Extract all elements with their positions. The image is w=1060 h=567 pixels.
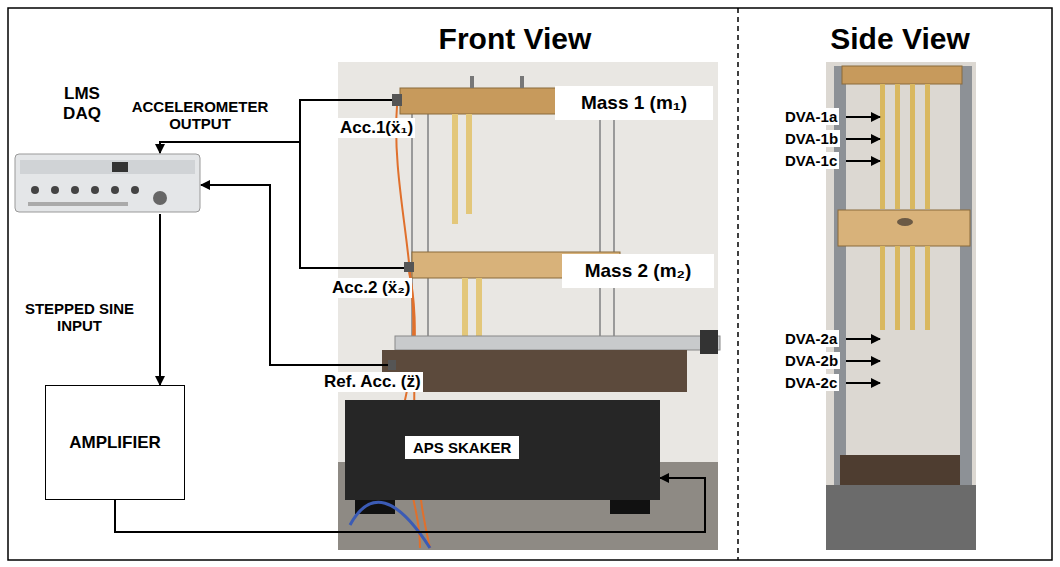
sensor-label: Acc.2 (ẍ₂) xyxy=(330,278,412,298)
rod xyxy=(613,112,615,340)
frame-rod xyxy=(960,66,972,486)
daq-slot xyxy=(20,160,195,174)
signal-wire xyxy=(201,185,388,365)
mass-label: Mass 1 (m₁) xyxy=(555,86,713,120)
daq-connector xyxy=(71,186,79,194)
shaker-foot xyxy=(610,500,650,514)
leader-arrow xyxy=(846,338,880,340)
leader-arrow xyxy=(846,160,880,162)
mass-hole xyxy=(897,218,913,226)
rod xyxy=(427,112,429,340)
divider-line xyxy=(737,8,739,560)
daq-illustration xyxy=(15,154,200,212)
amplifier-box: AMPLIFIER xyxy=(45,385,185,500)
dva-strip xyxy=(925,84,930,209)
daq-connector xyxy=(91,186,99,194)
node-title: Mass 2 (m₂) xyxy=(579,260,698,282)
sensor-label: Ref. Acc. (z̈) xyxy=(322,372,423,392)
dva-label: DVA-1b xyxy=(783,130,840,147)
daq-strip xyxy=(28,202,128,206)
daq-connector xyxy=(51,186,59,194)
node-title: AMPLIFIER xyxy=(63,433,167,453)
dva-strip xyxy=(910,84,915,209)
dva-strip xyxy=(895,246,900,330)
view-panel: Side View xyxy=(738,8,1052,560)
signal-wire xyxy=(160,142,300,153)
dva-strip xyxy=(880,84,885,209)
dva-label: DVA-1a xyxy=(783,108,839,125)
accelerometer xyxy=(404,262,414,272)
outer-frame xyxy=(8,8,1052,560)
rod xyxy=(599,112,601,340)
dva-strip xyxy=(895,84,900,209)
front-photo xyxy=(338,62,720,550)
node-title: APS SKAKER xyxy=(405,436,519,459)
daq-connector xyxy=(31,186,39,194)
leader-arrow xyxy=(846,360,880,362)
mass-block xyxy=(838,210,970,246)
frame-rod xyxy=(834,66,846,486)
node-title: Side View xyxy=(775,22,1025,57)
dva-label: DVA-2c xyxy=(783,374,839,391)
daq-connector xyxy=(111,186,119,194)
base-block xyxy=(382,350,687,392)
base-block xyxy=(840,455,960,485)
bolt xyxy=(520,76,524,88)
dva-label: DVA-1c xyxy=(783,152,839,169)
edge-label: STEPPED SINE INPUT xyxy=(12,300,147,335)
power-cable xyxy=(350,502,430,548)
dva-label: DVA-2a xyxy=(783,330,839,347)
daq-connector xyxy=(131,186,139,194)
side-photo xyxy=(826,62,976,550)
dva-strip xyxy=(880,246,885,330)
connector-arrow xyxy=(159,214,161,385)
signal-label: ACCELEROMETER OUTPUT xyxy=(120,98,280,133)
dva-strip xyxy=(466,114,472,214)
shaker-table xyxy=(826,485,976,550)
daq-chassis xyxy=(15,154,200,212)
slide-rail xyxy=(395,336,720,350)
dva-strip xyxy=(476,278,482,338)
accelerometer xyxy=(392,94,402,106)
dva-label: DVA-2b xyxy=(783,352,840,369)
sensor-label: Acc.1(ẍ₁) xyxy=(338,118,415,138)
mass-block xyxy=(842,66,962,84)
rail-knob xyxy=(700,330,718,354)
bolt xyxy=(470,76,474,88)
node-title: Front View xyxy=(355,22,675,57)
wall xyxy=(338,62,718,550)
leader-arrow xyxy=(846,138,880,140)
daq-port xyxy=(112,162,128,172)
dva-strip xyxy=(910,246,915,330)
leader-arrow xyxy=(846,382,880,384)
accelerometer xyxy=(388,360,396,370)
daq-button xyxy=(153,191,167,205)
dva-strip xyxy=(925,246,930,330)
node-title: LMS DAQ xyxy=(52,84,112,123)
wall xyxy=(826,62,976,550)
mass-label: Mass 2 (m₂) xyxy=(562,254,714,288)
leader-arrow xyxy=(846,116,880,118)
node-title: Mass 1 (m₁) xyxy=(575,92,693,114)
dva-strip xyxy=(452,114,458,224)
shaker-body: APS SKAKER xyxy=(345,400,660,500)
